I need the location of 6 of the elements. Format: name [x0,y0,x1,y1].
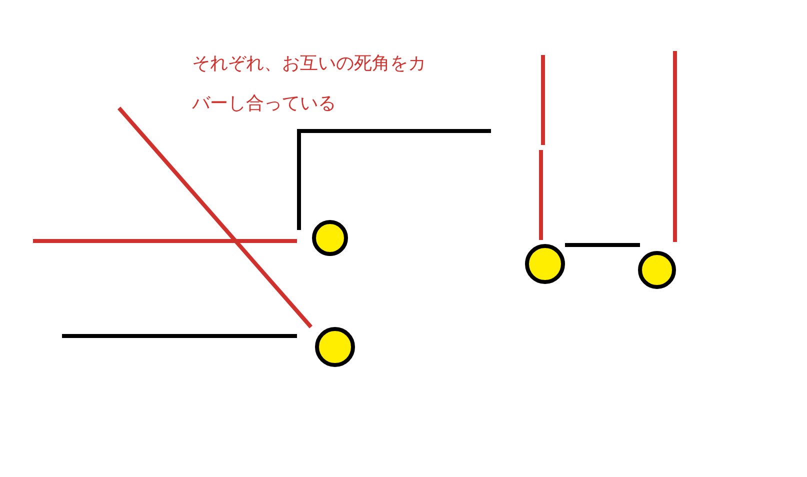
circle-marker [638,251,676,289]
circle-marker [312,220,348,256]
note-text: それぞれ、お互いの死角をカバーし合っている [192,52,427,116]
circle-marker [525,244,565,284]
circle-marker [315,327,355,367]
connector-line [565,243,640,247]
